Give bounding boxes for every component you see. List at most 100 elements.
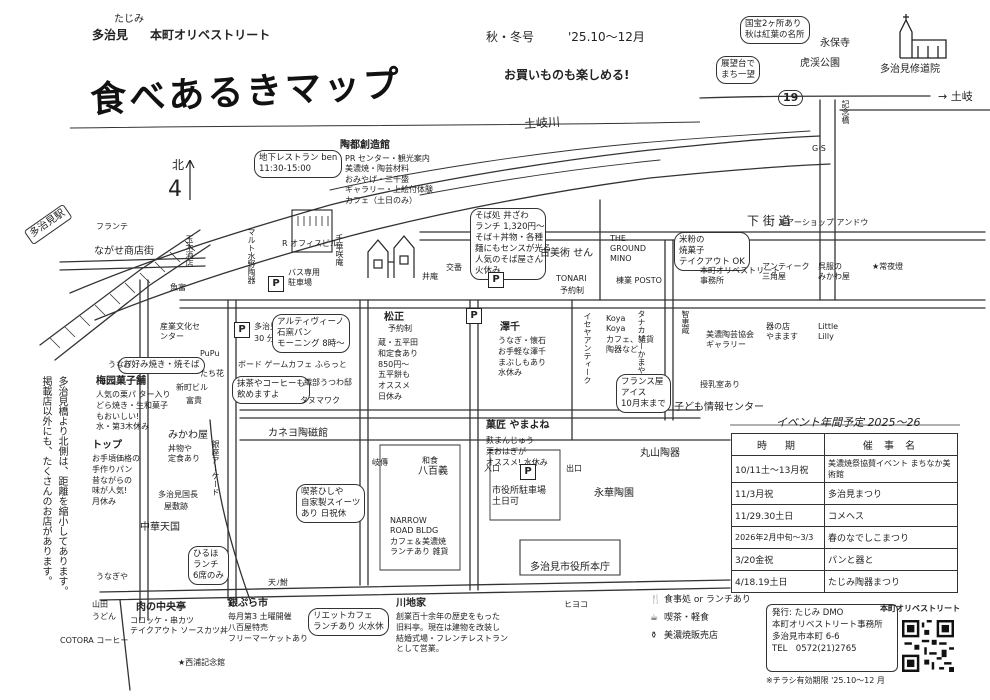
nursing-room-label: 授乳室あり	[700, 380, 740, 389]
event-name: たじみ陶器まつり	[824, 570, 958, 593]
yamayone-desc: 麩まんじゅう 栗おはぎが オススメ! 水休み	[486, 436, 548, 467]
ground-mino-label: THE GROUND MINO	[610, 234, 647, 263]
tenjin-label: 天ﾉ鮒	[268, 578, 288, 587]
mikawaya-label: みかわ屋	[168, 430, 208, 441]
touto-name: 陶都創造館	[340, 140, 390, 151]
umeya-desc: 人気の栗パ ター入り どら焼き・生和菓子 もおいしい! 水・第3木休み	[96, 390, 171, 432]
city-hall-label: 多治見市役所本庁	[530, 562, 610, 573]
shinmachi-label: 新町ビル	[176, 383, 208, 392]
joukai-label: ★常夜燈	[872, 262, 904, 271]
iseya-label: イセヤアンティーク	[583, 312, 592, 384]
bus-parking-label: バス専用 駐車場	[288, 268, 320, 287]
kaneyo-label: カネヨ陶磁館	[268, 428, 328, 439]
tenbo-box: 展望台で まち一望	[716, 56, 761, 85]
top-name: トップ	[92, 440, 122, 451]
niku-desc: コロッケ・串カツ テイクアウト ソースカツ丼	[130, 616, 228, 635]
parking-icon-2: P	[466, 308, 482, 324]
legend-food: 🍴食事処 or ランチあり	[650, 595, 751, 605]
tajimibashi-parking-icon: P	[234, 322, 250, 338]
koya-desc: Koya Koya カフェ、雑貨 陶器など	[606, 314, 654, 355]
event-date: 3/20金祝	[731, 548, 825, 571]
table-row: 11/29.30土日 コメヘス	[731, 504, 958, 527]
valid-note: ※チラシ有効期限 '25.10～12 月	[766, 676, 885, 685]
hishiya-box: 喫茶ひしや 自家製スイーツ あり 日祝休	[296, 484, 366, 524]
event-date: 4/18.19土日	[731, 570, 825, 593]
antique-label: アンティーク 三角屋	[762, 262, 810, 281]
gifu-label: 岐傳	[372, 458, 388, 467]
events-table: 時 期 催 事 名 10/11土～13月祝 美濃焼祭協賛イベント まちなか美術館…	[731, 433, 958, 593]
toki-river-label: 土岐川	[523, 114, 561, 132]
kinenbashi-label: 記念橋	[841, 100, 850, 124]
kome-box: 米粉の 焼菓子 テイクアウト OK	[674, 232, 750, 272]
area-name: 多治見	[92, 28, 129, 42]
uonagi-label: 魚富	[170, 283, 186, 292]
yaoyoshi-label: 八百義	[418, 466, 448, 477]
period-label: '25.10～12月	[568, 30, 645, 44]
chiyo-label: 智恵蔵	[681, 310, 690, 334]
kodomo-label: 子ども情報センター	[674, 402, 764, 413]
event-name: 多治見まつり	[824, 482, 958, 505]
unagi-label: うなぎ	[108, 360, 132, 369]
publisher-box: 発行: たじみ DMO 本町オリベストリート事務所 多治見市本町 6-6 TEL…	[766, 604, 898, 672]
season-label: 秋・冬号	[486, 30, 535, 44]
unagiya-label: うなぎや	[96, 572, 128, 581]
frantet-label: フランテ	[96, 222, 128, 231]
kura-desc: 蔵・五平田 和定食あり 850円～ 五平餅も オススメ 日休み	[378, 338, 418, 401]
hako-label: 棟業 POSTO	[616, 276, 662, 285]
ruby-tajimi: たじみ	[114, 14, 144, 25]
exit-label: 出口	[566, 464, 582, 473]
maruyama-label: 丸山陶器	[640, 448, 680, 459]
matcha-box: 抹茶やコーヒーも 飲めますよ	[232, 376, 311, 405]
tomiki-label: 富貴	[186, 396, 202, 405]
kocho-label: 多治見国長	[158, 490, 198, 499]
touto-desc: PR センター・観光案内 美濃焼・陶芸材料 おみやげ・三千盛 ギャラリー・上絵付…	[345, 154, 433, 205]
cup-icon: ☕	[650, 613, 659, 623]
tonari-label: TONARI	[556, 274, 587, 283]
gyokumoku-label: 玉木酒店	[185, 235, 194, 267]
tagline: お買いものも楽しめる!	[504, 68, 630, 82]
okonomi-box: お好み焼き・焼そば	[118, 357, 205, 375]
legend-mino: ⚱美濃焼販売店	[650, 631, 719, 641]
legend-cafe: ☕喫茶・軽食	[650, 613, 710, 623]
kocho-site-label: 屋敷跡	[164, 502, 188, 511]
route-19-sign: 19	[778, 90, 804, 106]
table-row: 3/20金祝 パンと器と	[731, 548, 958, 571]
narrow-desc: NARROW ROAD BLDG カフェ＆美濃焼 ランチあり 雑貨	[390, 516, 449, 557]
table-row: 11/3月祝 多治見まつり	[731, 482, 958, 505]
little-lilly-label: Little Lilly	[818, 322, 839, 341]
matsushou-name: 松正	[384, 312, 404, 323]
legend: 🍴食事処 or ランチあり ☕喫茶・軽食 ⚱美濃焼販売店	[650, 592, 751, 641]
olive-office-label: 本町オリベストリート 事務所	[700, 266, 781, 285]
events-header-name: 催 事 名	[824, 433, 958, 456]
kawachiya-desc: 創業百十余年の歴史をもった 旧料亭。現在は建物を改装し 結婚式場・フレンチレスト…	[396, 612, 508, 654]
yoyaku-label: 予約制	[560, 286, 584, 295]
pottery-icon: ⚱	[650, 631, 658, 641]
boardgame-label: ボード ゲームカフェ ふらっと	[238, 360, 347, 369]
chukahen-label: 中華天国	[140, 522, 180, 533]
city-parking-icon: P	[520, 464, 536, 480]
nishiura-label: ★西浦記念館	[178, 658, 226, 667]
sangyo-label: 産業文化センター	[160, 322, 200, 341]
tanuma-label: タヌマワク	[300, 396, 340, 405]
shimokaido-label: 下 街 道	[747, 214, 791, 228]
sawasen-name: 澤千	[500, 322, 520, 333]
ben-box: 地下レストラン ben 11:30-15:00	[254, 150, 343, 179]
table-row: 10/11土～13月祝 美濃焼祭協賛イベント まちなか美術館	[731, 455, 958, 483]
umeya-name: 梅园菓子舗	[96, 376, 146, 387]
event-name: コメヘス	[824, 504, 958, 527]
ginza-arcade-label: 銀座アーケード	[211, 440, 220, 496]
touto-building-icon	[367, 235, 415, 278]
kobijutsu-label: 古美術 せん	[540, 248, 594, 259]
matsushou-sub: 予約制	[388, 324, 412, 333]
city-parking-label: 市役所駐車場 土日可	[492, 486, 547, 508]
qr-code-icon[interactable]	[902, 620, 954, 672]
riet-box: リエットカフェ ランチあり 火水休	[308, 608, 389, 637]
events-title: イベント年間予定 2025～26	[776, 416, 921, 429]
france-box: フランス屋 アイス 10月末まで	[616, 374, 671, 414]
lure-shop-label: ルアーショップ アンドウ	[778, 218, 869, 227]
events-header-row: 時 期 催 事 名	[731, 433, 958, 456]
table-row: 2026年2月中旬～3/3 春のなでしこまつり	[731, 526, 958, 549]
r-office-label: R オフィスビル	[282, 239, 338, 248]
senka-label: 千華咲庵	[335, 234, 344, 266]
